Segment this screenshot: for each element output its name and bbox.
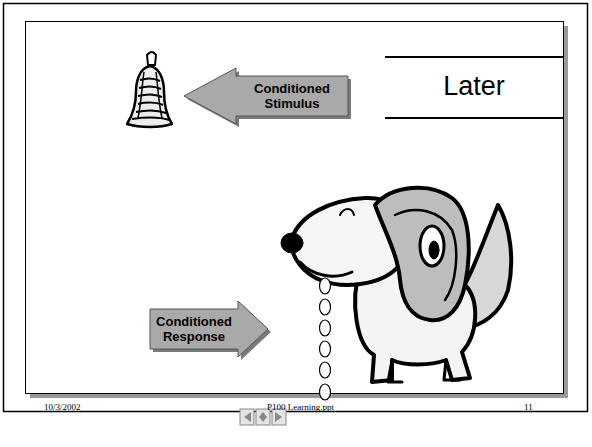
- callout-text: Conditioned Stimulus: [238, 76, 346, 116]
- callout-arrow-box: Conditioned Stimulus: [184, 68, 348, 124]
- footer-text: P100 Learning.ppt: [267, 402, 334, 412]
- title-rule: [385, 56, 563, 58]
- dog-illustration: [281, 188, 511, 382]
- bell-illustration: [127, 52, 172, 127]
- drool-drops: [320, 278, 331, 400]
- slide-page: [26, 22, 564, 394]
- outer-frame: [4, 4, 588, 412]
- footer-text: 10/3/2002: [44, 402, 81, 412]
- callout-arrow-box: Conditioned Response: [150, 301, 268, 357]
- title-rule: [385, 117, 563, 119]
- callout-shape: [150, 301, 268, 357]
- slide-title: Later: [385, 71, 563, 102]
- footer-text: 11: [524, 402, 533, 412]
- callout-text: Conditioned Response: [152, 309, 236, 349]
- callout-shape: [184, 68, 348, 124]
